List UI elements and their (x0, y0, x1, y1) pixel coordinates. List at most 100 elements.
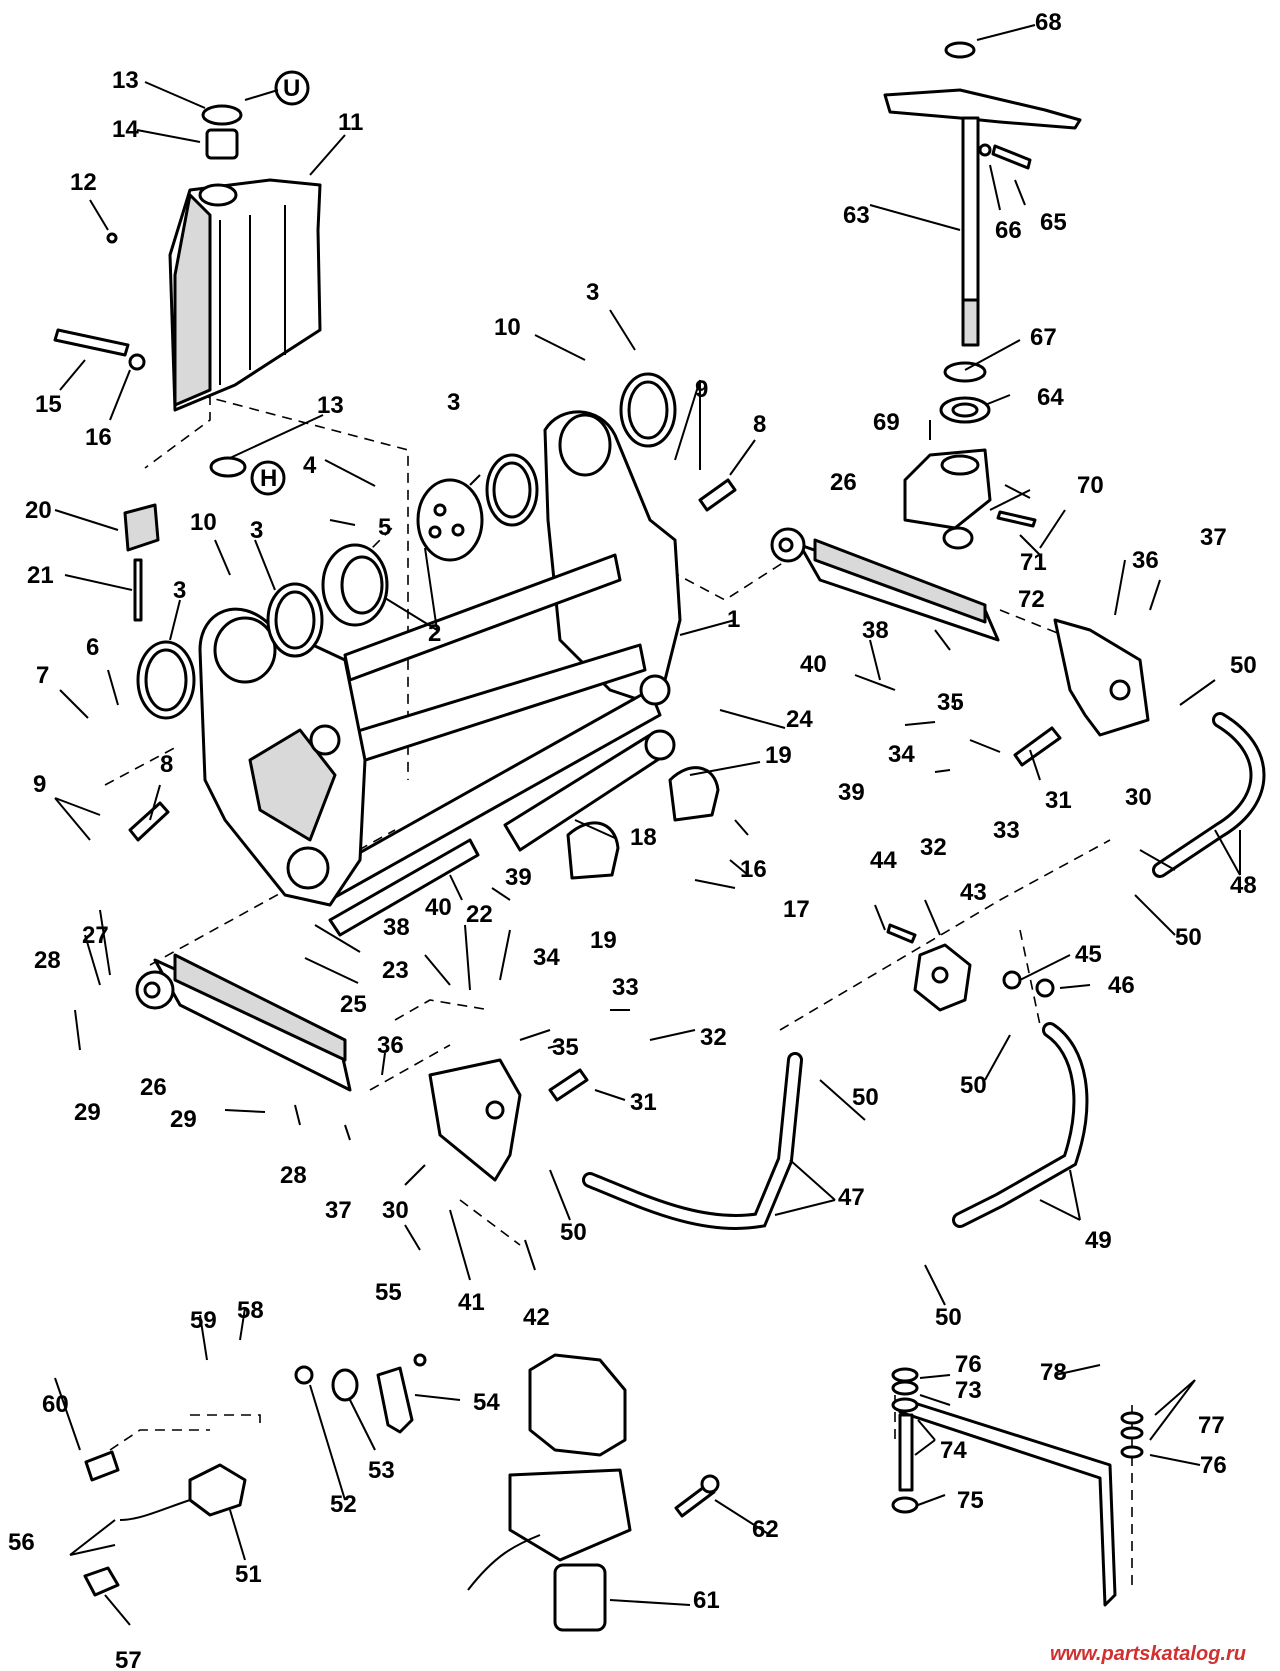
callout-31a: 31 (1045, 787, 1072, 814)
callout-33b: 33 (612, 974, 639, 1001)
callout-39a: 39 (838, 779, 865, 806)
callout-53: 53 (368, 1457, 395, 1484)
part-18-tilt-rod (328, 729, 676, 937)
callout-34b: 34 (533, 944, 560, 971)
callout-28a: 28 (34, 947, 61, 974)
callout-68: 68 (1035, 9, 1062, 36)
callout-16b: 16 (740, 856, 767, 883)
callout-44: 44 (870, 847, 897, 874)
callout-9b: 9 (695, 376, 708, 403)
callout-38b: 38 (383, 914, 410, 941)
callout-9a: 9 (33, 771, 46, 798)
callout-15: 15 (35, 391, 62, 418)
callout-65: 65 (1040, 209, 1067, 236)
callout-51: 51 (235, 1561, 262, 1588)
assembly-dashed-lines (104, 394, 1133, 1590)
part-1-stern-bracket (198, 410, 682, 907)
callout-31b: 31 (630, 1089, 657, 1116)
callout-25: 25 (340, 991, 367, 1018)
callout-75: 75 (957, 1487, 984, 1514)
callout-10b: 10 (494, 314, 521, 341)
part-61-pump-motor (467, 1353, 632, 1632)
callout-76b: 76 (1200, 1452, 1227, 1479)
callout-20: 20 (25, 497, 52, 524)
callout-21: 21 (27, 562, 54, 589)
callout-3d: 3 (173, 577, 186, 604)
callout-3c: 3 (250, 517, 263, 544)
part-26-cylinder-right (770, 527, 1000, 642)
callout-23: 23 (382, 957, 409, 984)
callout-70: 70 (1077, 472, 1104, 499)
callout-63: 63 (843, 202, 870, 229)
callout-8b: 8 (753, 411, 766, 438)
part-2-3-bushings (136, 372, 677, 720)
callout-76a: 76 (955, 1351, 982, 1378)
callout-47: 47 (838, 1184, 865, 1211)
callout-74: 74 (940, 1437, 967, 1464)
callout-32a: 32 (920, 834, 947, 861)
callout-39b: 39 (505, 864, 532, 891)
callout-5: 5 (378, 514, 391, 541)
callout-50c: 50 (852, 1084, 879, 1111)
callout-43: 43 (960, 879, 987, 906)
part-78-tie-bar (891, 1367, 1144, 1607)
callout-56: 56 (8, 1529, 35, 1556)
callout-19a: 19 (765, 742, 792, 769)
callout-1: 1 (727, 606, 740, 633)
callout-72: 72 (1018, 586, 1045, 613)
svg-text:U: U (283, 75, 300, 102)
part-30-bracket-left (428, 1058, 522, 1182)
callout-36a: 36 (1132, 547, 1159, 574)
callout-3b: 3 (447, 389, 460, 416)
callout-12: 12 (70, 169, 97, 196)
part-65-bolt (978, 143, 1037, 528)
callout-2: 2 (428, 620, 441, 647)
callout-8a: 8 (160, 751, 173, 778)
callout-46: 46 (1108, 972, 1135, 999)
callout-61: 61 (693, 1587, 720, 1614)
callout-73: 73 (955, 1377, 982, 1404)
part-48-hose (1152, 712, 1266, 878)
callout-62: 62 (752, 1516, 779, 1543)
callout-labels: 1 2 3 3 3 3 4 5 6 7 8 8 9 9 10 10 11 12 … (8, 9, 1257, 1671)
callout-64: 64 (1037, 384, 1064, 411)
callout-38a: 38 (862, 617, 889, 644)
callout-22: 22 (466, 901, 493, 928)
part-43-valve (886, 923, 1055, 1012)
callout-37a: 37 (1200, 524, 1227, 551)
callout-30a: 30 (1125, 784, 1152, 811)
leader-lines (54, 24, 1241, 1626)
callout-54: 54 (473, 1389, 500, 1416)
part-62-bolt (674, 1474, 720, 1518)
callout-58: 58 (237, 1297, 264, 1324)
callout-30b: 30 (382, 1197, 409, 1224)
part-63-steering-arm (883, 41, 1082, 347)
callout-55: 55 (375, 1279, 402, 1306)
callout-18: 18 (630, 824, 657, 851)
callout-27: 27 (82, 922, 109, 949)
callout-34a: 34 (888, 741, 915, 768)
part-8-pins (128, 478, 1062, 1102)
part-49-hose (952, 1022, 1089, 1228)
callout-49: 49 (1085, 1227, 1112, 1254)
callout-35a: 35 (937, 689, 964, 716)
part-51-switch (83, 1450, 247, 1597)
callout-37b: 37 (325, 1197, 352, 1224)
callout-35b: 35 (552, 1034, 579, 1061)
part-15-bolt (53, 232, 146, 371)
callout-17: 17 (783, 896, 810, 923)
svg-text:H: H (260, 465, 277, 492)
part-30-bracket-right (1053, 618, 1150, 737)
callout-69: 69 (873, 409, 900, 436)
callout-66: 66 (995, 217, 1022, 244)
part-64-67-bearings (939, 361, 991, 424)
callout-78: 78 (1040, 1359, 1067, 1386)
part-20-21-block (123, 503, 160, 622)
callout-52: 52 (330, 1491, 357, 1518)
callout-16a: 16 (85, 424, 112, 451)
callout-24: 24 (786, 706, 813, 733)
callout-26b: 26 (140, 1074, 167, 1101)
callout-6: 6 (86, 634, 99, 661)
part-47-hose (582, 1052, 803, 1230)
